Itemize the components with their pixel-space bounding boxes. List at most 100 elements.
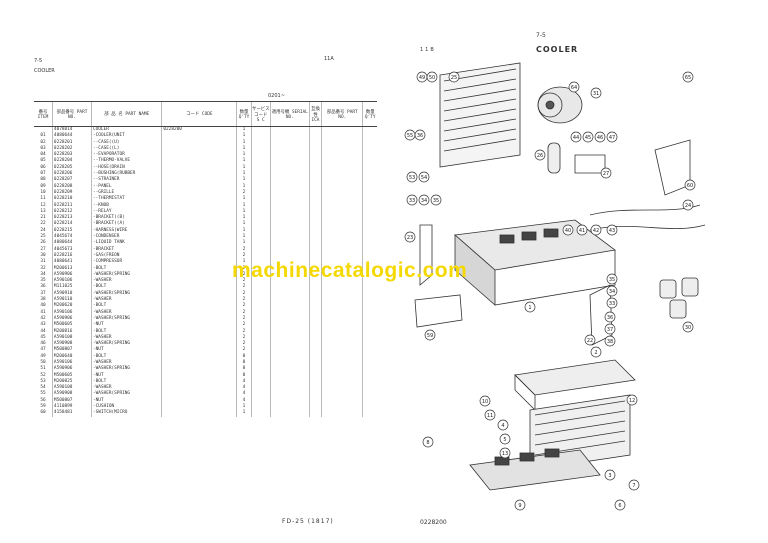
cell-part-no: A590108 [51,385,92,392]
cell-empty [308,271,322,279]
cell-part-no: M500605 [51,372,92,379]
cell-empty [269,359,310,367]
callout-circle [418,171,430,183]
cell-part-name: -WASHER [91,385,162,392]
cell-item: 32 [40,265,46,271]
page-footer: FD-25 (1817) [282,518,334,525]
callout-label: 50 [429,75,435,81]
cell-empty [250,221,271,228]
cell-item: 24 [40,227,46,233]
cell-code [161,240,237,247]
callout-circle [628,479,640,491]
callout-label: 33 [609,301,615,307]
cell-empty [321,278,363,285]
cell-qty: 1 [236,133,252,140]
diagram-section-code: 7-5 [536,32,546,39]
cell-item: 08 [40,177,46,183]
cell-empty [321,322,363,329]
cell-empty [250,145,271,153]
cell-empty [269,177,310,184]
cell-item: 22 [40,221,46,227]
cell-item: 31 [40,259,46,265]
cell-empty [308,334,322,342]
cell-qty: 1 [236,158,252,165]
cell-qty: 2 [236,297,252,304]
cell-item: 38 [40,297,46,303]
cell-part-no: 0228204 [51,158,92,165]
callout-label: 9 [518,503,521,509]
cell-item: 06 [40,164,46,170]
callout-label: 64 [571,85,577,91]
cell-part-no: 4080644 [51,133,92,140]
cell-qty: 1 [236,404,252,411]
cell-qty: 2 [236,315,252,323]
cell-empty [362,196,377,203]
callout-label: 1 [528,305,531,311]
cell-part-no: 4158481 [51,410,92,417]
condenser-drawing [439,62,521,168]
cell-empty [321,297,363,304]
cell-empty [250,366,271,373]
cell-empty [269,259,310,266]
callout-label: 49 [419,75,425,81]
cell-empty [362,126,377,134]
callout-circle [682,71,694,83]
cell-empty [321,246,363,253]
cell-empty [362,177,377,184]
cell-item: 40 [40,303,46,309]
cell-code [161,158,237,165]
callout-label: 34 [609,289,615,295]
cell-qty: 1 [236,215,252,222]
callout-circle [606,273,618,285]
cell-empty [362,334,377,342]
cell-item: 09 [40,183,46,189]
cell-part-name: -WASHER(SPRING [91,391,162,398]
cell-empty [250,240,271,247]
cell-part-no: M500807 [51,347,92,354]
cell-code [161,397,237,405]
cell-empty [321,359,363,367]
cell-code [161,284,237,291]
cell-empty [269,366,310,373]
cell-part-no: 0228207 [51,177,92,184]
cell-empty [362,315,377,323]
diagram-page-code: 11B [420,47,436,53]
cell-item: 11 [40,196,46,202]
cell-empty [308,246,322,253]
cell-empty [362,145,377,153]
cell-empty [250,271,271,279]
cell-code [161,271,237,279]
cell-empty [362,278,377,285]
section-code: 7-5 [34,58,43,64]
cell-empty [269,158,310,165]
cell-empty [269,341,310,348]
cell-empty [269,208,310,216]
cell-part-name: -CONDENSER [91,234,162,241]
cell-empty [362,341,377,348]
callout-label: 36 [607,315,613,321]
cell-code [161,145,237,153]
cell-part-name: -COMPRESSOR [91,259,162,266]
cell-empty [250,126,271,134]
cell-qty: 1 [236,164,252,172]
cooler-unit-drawing [454,219,616,306]
cell-empty [250,234,271,241]
cell-item: 04 [40,152,46,158]
cell-qty: 1 [236,234,252,241]
cell-empty [362,404,377,411]
cell-empty [362,227,377,235]
cell-empty [250,404,271,411]
cell-part-no: 0228211 [51,202,92,209]
cell-part-name: --RELAY [91,208,162,216]
cell-code [161,309,237,316]
cell-part-no: 0228202 [51,145,92,153]
cell-qty: 2 [236,278,252,285]
